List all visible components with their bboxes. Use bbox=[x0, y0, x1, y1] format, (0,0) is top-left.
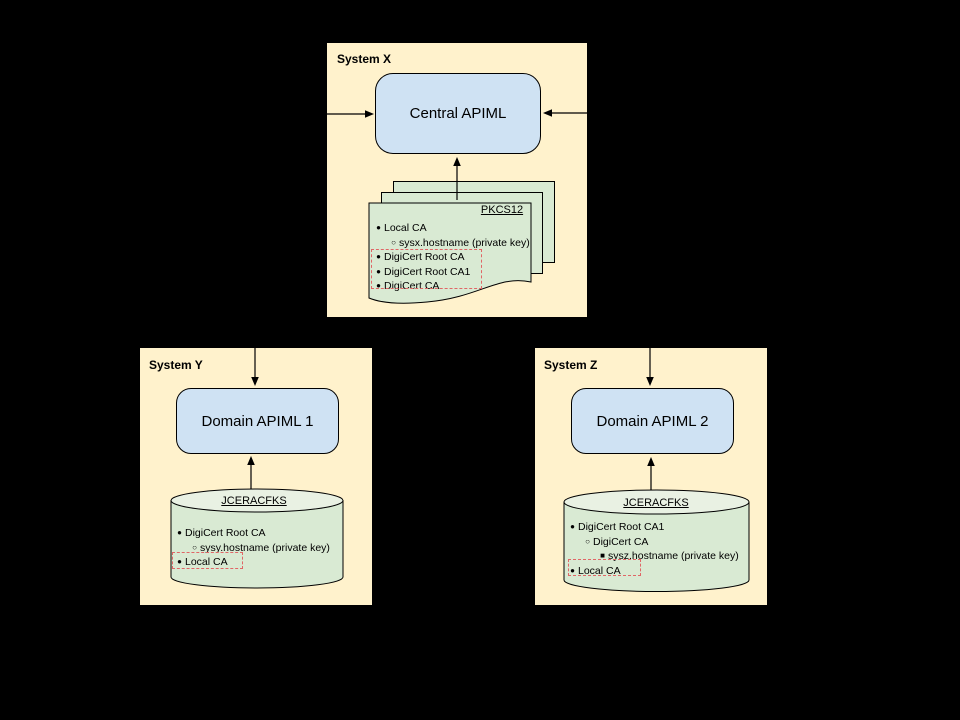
bullet-disc-icon: ● bbox=[376, 266, 381, 276]
system-z-box: System Z Domain APIML 2 JCERACFKS ●DigiC… bbox=[534, 347, 768, 606]
central-apiml-node: Central APIML bbox=[375, 73, 541, 154]
cylinder-top bbox=[563, 489, 750, 515]
bullet-disc-icon: ● bbox=[376, 223, 381, 232]
cylinder-top bbox=[170, 488, 344, 513]
domain-apiml-1-node: Domain APIML 1 bbox=[176, 388, 339, 454]
domain-apiml-1-label: Domain APIML 1 bbox=[201, 412, 314, 430]
jceracfks-cylinder-z bbox=[563, 489, 750, 592]
cylinder-body bbox=[170, 500, 344, 589]
keystore-entry: ●Local CA bbox=[373, 221, 531, 236]
entry-text: sysx.hostname (private key) bbox=[399, 236, 530, 249]
system-z-title: System Z bbox=[544, 358, 598, 372]
jceracfks-cylinder-y bbox=[170, 488, 344, 589]
bullet-disc-icon: ● bbox=[570, 565, 575, 575]
keystore-entry: ●Local CA bbox=[567, 564, 747, 579]
entry-text: DigiCert Root CA bbox=[384, 251, 465, 263]
keystore-entry: ●Local CA bbox=[174, 555, 344, 570]
system-y-box: System Y Domain APIML 1 JCERACFKS ●DigiC… bbox=[139, 347, 373, 606]
highlight-box-local-ca-z bbox=[568, 559, 641, 576]
system-y-title: System Y bbox=[149, 358, 203, 372]
cylinder-body bbox=[563, 501, 750, 592]
keystore-entry: ●DigiCert Root CA bbox=[174, 526, 344, 541]
keystore-entry: ○sysx.hostname (private key) bbox=[373, 236, 531, 251]
central-apiml-label: Central APIML bbox=[409, 105, 507, 122]
bullet-disc-icon: ● bbox=[177, 557, 182, 566]
entry-text: DigiCert Root CA1 bbox=[578, 521, 665, 533]
entry-text: DigiCert CA bbox=[593, 535, 649, 548]
jceracfks-entry-list-y: ●DigiCert Root CA ○sysy.hostname (privat… bbox=[174, 526, 344, 570]
bullet-disc-icon: ● bbox=[570, 522, 575, 531]
jceracfks-keystore-type-label-y: JCERACFKS bbox=[221, 495, 287, 507]
highlight-box-local-ca-y bbox=[172, 552, 243, 569]
system-x-title: System X bbox=[337, 52, 392, 66]
bullet-circle-icon: ○ bbox=[192, 542, 197, 552]
pkcs12-keystore-type-label: PKCS12 bbox=[480, 204, 524, 216]
entry-text: sysy.hostname (private key) bbox=[200, 541, 330, 554]
bullet-circle-icon: ○ bbox=[585, 536, 590, 546]
document-shape bbox=[368, 202, 532, 304]
keystore-entry: ●DigiCert CA bbox=[373, 279, 531, 294]
bullet-disc-icon: ● bbox=[177, 528, 182, 537]
keystore-entry: ●DigiCert Root CA1 bbox=[567, 520, 747, 535]
jceracfks-keystore-type-label-z: JCERACFKS bbox=[623, 497, 689, 509]
jceracfks-entry-list-z: ●DigiCert Root CA1 ○DigiCert CA ■sysz.ho… bbox=[567, 520, 747, 578]
keystore-entry: ○sysy.hostname (private key) bbox=[174, 541, 344, 556]
system-x-box: System X Central APIML PKCS12 ●Local CA … bbox=[326, 42, 588, 318]
domain-apiml-2-label: Domain APIML 2 bbox=[596, 412, 709, 430]
domain-apiml-2-node: Domain APIML 2 bbox=[571, 388, 734, 454]
pkcs12-page-front bbox=[368, 202, 532, 304]
entry-text: DigiCert Root CA1 bbox=[384, 265, 471, 278]
entry-text: DigiCert CA bbox=[384, 280, 440, 292]
highlight-box-digicert-group bbox=[371, 249, 482, 289]
keystore-entry: ●DigiCert Root CA bbox=[373, 250, 531, 265]
keystore-entry: ●DigiCert Root CA1 bbox=[373, 265, 531, 280]
bullet-disc-icon: ● bbox=[376, 281, 381, 290]
entry-text: DigiCert Root CA bbox=[185, 527, 266, 539]
entry-text: Local CA bbox=[384, 222, 427, 234]
bullet-circle-icon: ○ bbox=[391, 237, 396, 247]
bullet-square-icon: ■ bbox=[600, 551, 605, 560]
pkcs12-entry-list: ●Local CA ○sysx.hostname (private key) ●… bbox=[373, 221, 531, 294]
bullet-disc-icon: ● bbox=[376, 252, 381, 261]
entry-text: Local CA bbox=[185, 556, 228, 568]
keystore-entry: ○DigiCert CA bbox=[567, 535, 747, 550]
entry-text: Local CA bbox=[578, 564, 621, 577]
